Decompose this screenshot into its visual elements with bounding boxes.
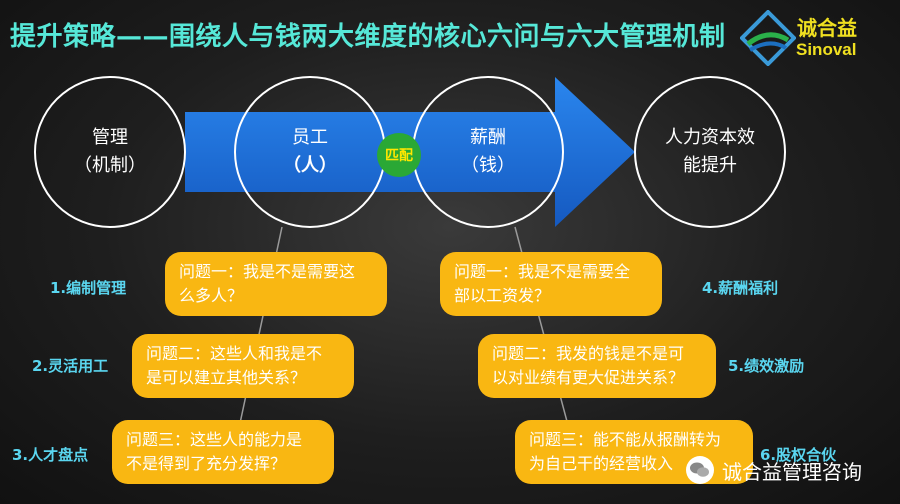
question-box-3: 问题三：这些人的能力是 不是得到了充分发挥？ — [112, 420, 334, 484]
circle-label-salary: 薪酬 （钱） — [461, 127, 515, 176]
circle-management — [34, 76, 186, 228]
mechanism-label-1: 1.编制管理 — [50, 279, 127, 297]
circle-label-management: 管理 （机制） — [74, 127, 146, 176]
question-box-1: 问题一：我是不是需要这 么多人？ — [165, 252, 387, 316]
mechanism-label-5: 5.绩效激励 — [728, 357, 805, 375]
mechanism-label-6: 6.股权合伙 — [760, 446, 837, 464]
circle-label-employee: 员工 （人） — [283, 127, 337, 176]
question-box-4: 问题一：我是不是需要全 部以工资发？ — [440, 252, 662, 316]
logo: 诚合益 Sinoval — [740, 8, 890, 68]
watermark-text: 诚合益管理咨询 — [722, 459, 862, 484]
question-box-5: 问题二：我发的钱是不是可 以对业绩有更大促进关系？ — [478, 334, 716, 398]
page-title: 提升策略——围绕人与钱两大维度的核心六问与六大管理机制 — [10, 22, 726, 52]
logo-mark-icon — [740, 10, 796, 66]
mechanism-label-3: 3.人才盘点 — [12, 446, 89, 464]
mechanism-label-2: 2.灵活用工 — [32, 357, 109, 375]
logo-text-cn: 诚合益 — [797, 16, 857, 40]
logo-text-en: Sinoval — [796, 40, 857, 59]
question-box-2: 问题二：这些人和我是不 是可以建立其他关系？ — [132, 334, 354, 398]
watermark: 诚合益管理咨询 — [686, 452, 896, 488]
chat-bubble-icon — [686, 456, 714, 484]
circle-efficiency — [634, 76, 786, 228]
circle-label-efficiency: 人力资本效 能提升 — [665, 127, 755, 176]
mechanism-label-4: 4.薪酬福利 — [702, 279, 779, 297]
match-badge: 匹配 — [377, 133, 421, 177]
